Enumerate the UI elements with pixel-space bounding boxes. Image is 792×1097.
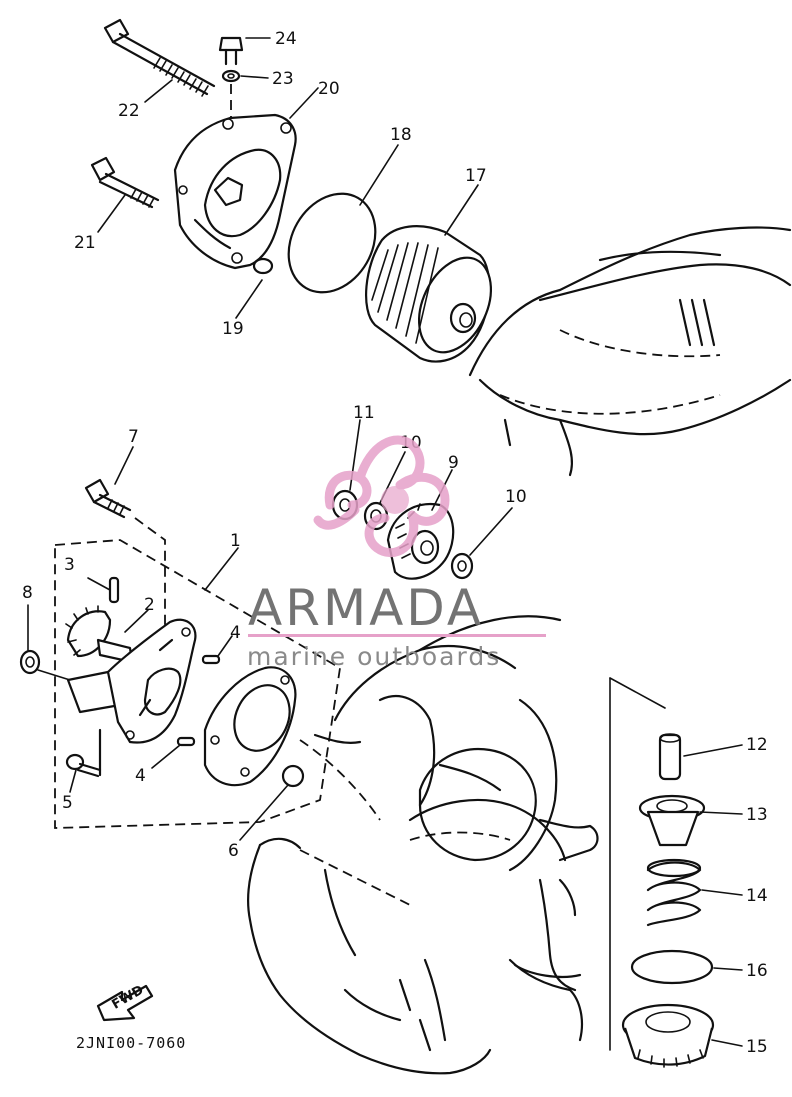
- callout-labels: 24 23 22 20 18 17 21 19 7 11 10 9 10 1 3…: [22, 29, 768, 1057]
- callout-1: 1: [230, 531, 241, 551]
- watermark-divider: [248, 634, 546, 637]
- pump-assembly-boundary: [54, 539, 341, 829]
- callout-7: 7: [128, 427, 139, 447]
- valve-o-ring: [630, 949, 714, 985]
- callout-24: 24: [275, 29, 297, 49]
- pump-o-ring: [281, 764, 305, 788]
- callout-8: 8: [22, 583, 33, 603]
- relief-valve-plunger: [658, 733, 682, 781]
- callout-17: 17: [465, 166, 487, 186]
- forward-arrow: FWD: [96, 983, 154, 1022]
- callout-20: 20: [318, 79, 340, 99]
- short-bolt: [90, 156, 160, 209]
- callout-21: 21: [74, 233, 96, 253]
- drive-gear-parts: [331, 489, 474, 580]
- dowel-pin-4-lower: [176, 736, 196, 747]
- small-o-ring: [252, 257, 274, 275]
- callout-11: 11: [353, 403, 375, 423]
- watermark-tagline: marine outboards: [247, 642, 501, 671]
- hex-nut: [19, 649, 71, 681]
- watermark-logo-swirl: [313, 435, 450, 557]
- callout-10-lower: 10: [505, 487, 527, 507]
- valve-seat: [638, 794, 706, 847]
- callout-18: 18: [390, 125, 412, 145]
- filter-housing: [173, 113, 297, 270]
- crankcase-outline: [246, 226, 792, 1075]
- callout-14: 14: [746, 886, 768, 906]
- callout-2: 2: [144, 595, 155, 615]
- watermark: ARMADA marine outboards: [247, 435, 546, 671]
- valve-spring: [646, 858, 702, 927]
- drawing-code: 2JNI00-7060: [76, 1034, 186, 1052]
- pump-mount-bolt: [84, 478, 132, 519]
- callout-3: 3: [64, 555, 75, 575]
- screw-and-washer: [218, 36, 244, 118]
- long-bolt: [103, 18, 216, 97]
- callout-12: 12: [746, 735, 768, 755]
- rotor-gear: [65, 605, 134, 664]
- valve-cap: [621, 1003, 715, 1068]
- callout-9: 9: [448, 453, 459, 473]
- callout-13: 13: [746, 805, 768, 825]
- callout-19: 19: [222, 319, 244, 339]
- callout-4-upper: 4: [230, 623, 241, 643]
- pump-cover: [203, 666, 297, 787]
- pump-screw: [65, 753, 102, 778]
- callout-4-lower: 4: [135, 766, 146, 786]
- callout-6: 6: [228, 841, 239, 861]
- callout-16: 16: [746, 961, 768, 981]
- dowel-pin-3: [108, 576, 120, 604]
- callout-22: 22: [118, 101, 140, 121]
- large-o-ring: [287, 192, 377, 294]
- pump-body: [66, 618, 197, 777]
- callout-23: 23: [272, 69, 294, 89]
- callout-15: 15: [746, 1037, 768, 1057]
- dowel-pin-4-upper: [201, 654, 221, 665]
- callout-5: 5: [62, 793, 73, 813]
- oil-filter-element: [364, 225, 492, 363]
- relief-valve-leader: [609, 677, 666, 709]
- watermark-brand: ARMADA: [248, 579, 484, 637]
